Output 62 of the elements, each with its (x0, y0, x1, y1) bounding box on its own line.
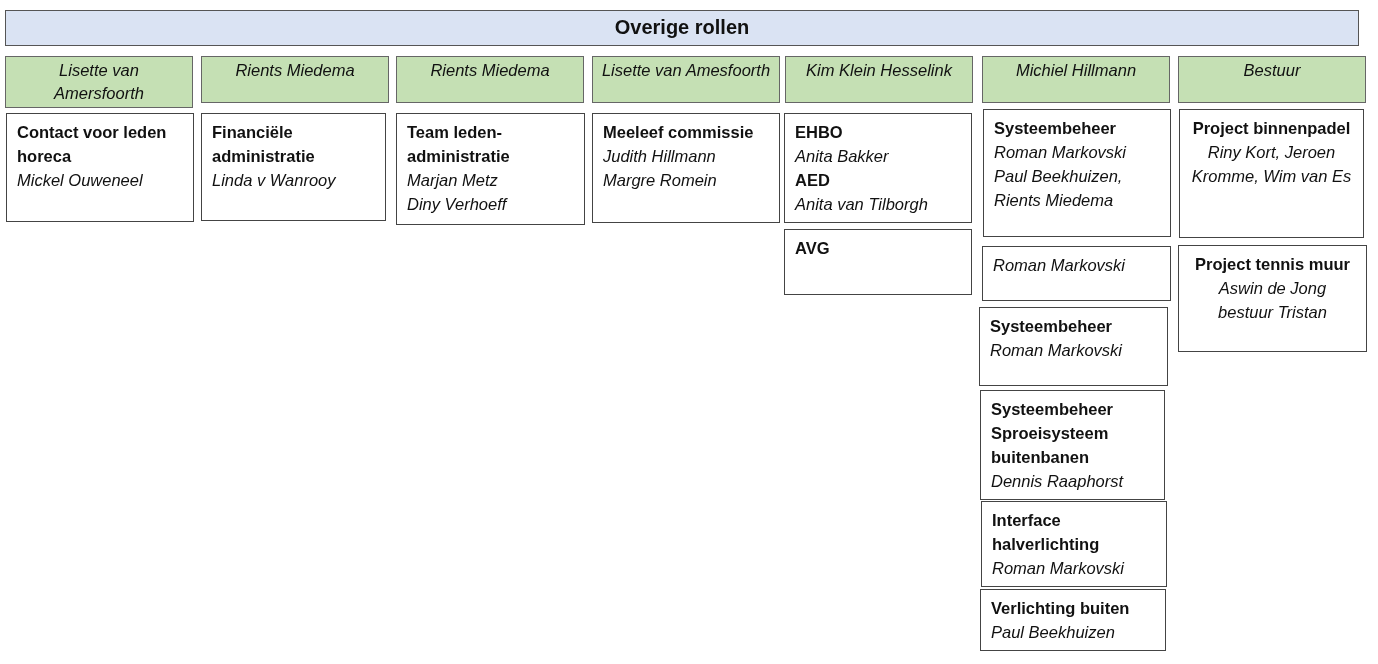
person-name: Rients Miedema (429, 60, 551, 81)
person-name: Linda v Wanrooy (212, 170, 337, 191)
role-title: Systeembeheer (990, 316, 1113, 337)
role-box (396, 113, 585, 225)
role-box (6, 113, 194, 222)
person-name: Paul Beekhuizen (991, 622, 1116, 643)
person-name: bestuur Tristan (1217, 302, 1328, 323)
role-title: AVG (795, 238, 831, 259)
role-title: Systeembeheer (994, 118, 1117, 139)
person-name: Anita van Tilborgh (795, 194, 929, 215)
role-box (1178, 245, 1367, 352)
person-name: Marjan Metz (407, 170, 499, 191)
person-name: Bestuur (1242, 60, 1302, 81)
person-name: Lisette van Amesfoorth (601, 60, 771, 81)
header-bar (396, 56, 584, 103)
header-bar (1178, 56, 1366, 103)
person-name: Riny Kort, Jeroen Kromme, Wim van Es (1190, 142, 1353, 187)
person-name: Diny Verhoeff (407, 194, 509, 215)
title-band (5, 10, 1359, 46)
person-name: Paul Beekhuizen, Rients Miedema (994, 166, 1124, 211)
role-title: Project tennis muur (1194, 254, 1351, 275)
header-bar (201, 56, 389, 103)
person-name: Margre Romein (603, 170, 718, 191)
header-bar (592, 56, 780, 103)
role-box (201, 113, 386, 221)
person-name: Lisette van Amersfoorth (52, 60, 145, 104)
role-title: Systeembeheer Sproeisysteem buitenbanen (991, 399, 1114, 468)
role-title: Interface halverlichting (992, 510, 1101, 555)
role-box (592, 113, 780, 223)
role-box (982, 246, 1171, 301)
person-name: Rients Miedema (234, 60, 356, 81)
header-bar (982, 56, 1170, 103)
person-name: Roman Markovski (990, 340, 1124, 361)
role-box (979, 307, 1168, 386)
person-name: Michiel Hillmann (1014, 60, 1138, 81)
header-bar (785, 56, 973, 103)
role-box (981, 501, 1167, 587)
person-name: Mickel Ouweneel (17, 170, 144, 191)
role-box (784, 229, 972, 295)
person-name: Anita Bakker (795, 146, 890, 167)
person-name: Kim Klein Hesselink (805, 60, 954, 81)
role-title: Team leden-administratie (407, 122, 511, 167)
person-name: Judith Hillmann (603, 146, 717, 167)
role-box (980, 390, 1165, 500)
role-box (983, 109, 1171, 237)
role-box (784, 113, 972, 223)
role-title: Contact voor leden horeca (17, 122, 168, 167)
person-name: Roman Markovski (992, 558, 1126, 579)
person-name: Aswin de Jong (1217, 278, 1328, 299)
role-title: Financiële administratie (212, 122, 316, 167)
role-title: Project binnenpadel (1191, 118, 1352, 139)
role-box (1179, 109, 1364, 238)
role-title: AED (795, 170, 831, 191)
band-title: Overige rollen (613, 15, 751, 39)
person-name: Roman Markovski (993, 255, 1127, 276)
role-box (980, 589, 1166, 651)
header-bar (5, 56, 193, 108)
person-name: Dennis Raaphorst (991, 471, 1125, 492)
role-title: Meeleef commissie (603, 122, 755, 143)
role-title: Verlichting buiten (991, 598, 1131, 619)
role-title: EHBO (795, 122, 844, 143)
person-name: Roman Markovski (994, 142, 1128, 163)
